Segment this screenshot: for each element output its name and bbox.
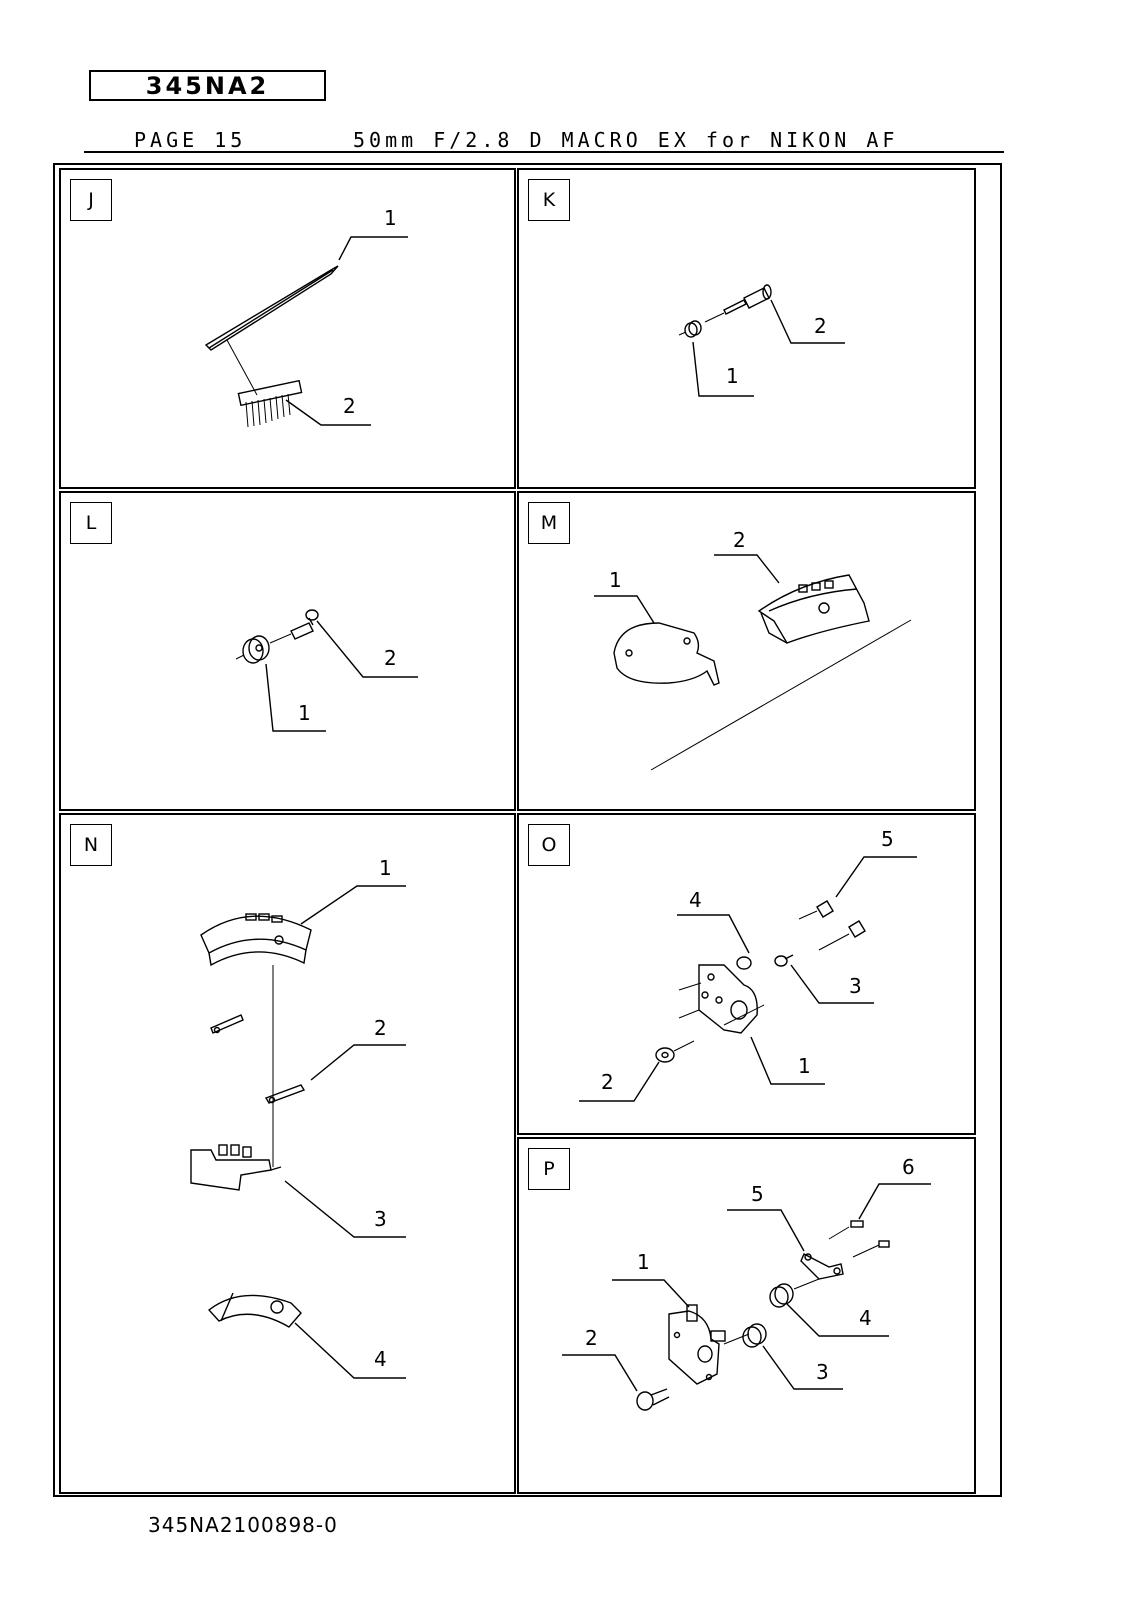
ring-part-1 <box>200 915 312 954</box>
panel-o-drawing: 4 5 3 1 2 <box>579 827 917 1102</box>
panel-k: K 1 2 <box>517 168 976 489</box>
callout-1: 1 <box>726 364 739 388</box>
screw-part-b <box>878 1240 890 1248</box>
callout-5: 5 <box>881 827 894 851</box>
callout-3: 3 <box>374 1207 387 1231</box>
gear-part-4 <box>774 1283 794 1305</box>
pin-part-a <box>210 1014 244 1034</box>
plate-part <box>613 622 720 686</box>
shaft-part <box>290 622 314 640</box>
lever-part <box>800 1253 844 1280</box>
panel-j: J 1 2 <box>59 168 516 489</box>
screw-part-a <box>850 1220 864 1228</box>
callout-2: 2 <box>384 646 397 670</box>
page-label: PAGE 15 <box>134 128 247 152</box>
callout-6: 6 <box>902 1155 915 1179</box>
callout-1: 1 <box>384 206 397 230</box>
callout-4: 4 <box>859 1306 872 1330</box>
panel-o: O <box>517 813 976 1135</box>
model-code: 345NA2 <box>145 71 270 100</box>
callout-1: 1 <box>379 856 392 880</box>
callout-1: 1 <box>798 1054 811 1078</box>
spacer-part <box>774 955 788 967</box>
panel-n-tag: N <box>70 824 112 866</box>
callout-1: 1 <box>637 1250 650 1274</box>
post-part-a <box>816 900 834 918</box>
callout-2: 2 <box>733 528 746 552</box>
panel-p: P <box>517 1137 976 1494</box>
model-code-box: 345NA2 <box>89 70 326 101</box>
panel-n-drawing: 1 2 3 4 <box>190 856 406 1379</box>
shaft-part <box>723 299 747 315</box>
pin-part-b <box>264 1084 306 1104</box>
panel-n: N <box>59 813 516 1494</box>
panel-m-tag: M <box>528 502 570 544</box>
panel-m: M 1 2 <box>517 491 976 811</box>
lens-title: 50mm F/2.8 D MACRO EX for NIKON AF <box>353 128 899 152</box>
panel-k-drawing: 1 2 <box>678 284 845 397</box>
callout-2: 2 <box>601 1070 614 1094</box>
panel-p-drawing: 1 2 5 6 4 3 <box>562 1155 931 1411</box>
callout-2: 2 <box>814 314 827 338</box>
panel-j-tag: J <box>70 179 112 221</box>
callout-1: 1 <box>609 568 622 592</box>
diagram-frame: J 1 2 <box>53 163 1002 1497</box>
callout-4: 4 <box>374 1347 387 1371</box>
blade-part <box>204 265 339 351</box>
callout-5: 5 <box>751 1182 764 1206</box>
panel-j-drawing: 1 2 <box>204 206 408 428</box>
callout-2: 2 <box>585 1326 598 1350</box>
callout-1: 1 <box>298 701 311 725</box>
bracket-plate-part <box>698 964 758 1034</box>
callout-3: 3 <box>849 974 862 998</box>
panel-o-tag: O <box>528 824 570 866</box>
header-rule <box>84 151 1004 153</box>
footer-code: 345NA2100898-0 <box>148 1513 338 1537</box>
panel-l-drawing: 1 2 <box>235 609 418 732</box>
washer-part <box>655 1047 675 1063</box>
panel-k-tag: K <box>528 179 570 221</box>
callout-2: 2 <box>343 394 356 418</box>
callout-3: 3 <box>816 1360 829 1384</box>
panel-l: L 1 2 <box>59 491 516 811</box>
panel-m-drawing: 1 2 <box>594 528 912 771</box>
callout-2: 2 <box>374 1016 387 1040</box>
brush-part <box>237 379 303 407</box>
callout-4: 4 <box>689 888 702 912</box>
post-part-b <box>848 920 866 938</box>
knob-part <box>636 1391 654 1411</box>
panel-p-tag: P <box>528 1148 570 1190</box>
segment-part-4 <box>207 1294 302 1328</box>
base-plate-part <box>668 1310 720 1385</box>
panel-l-tag: L <box>70 502 112 544</box>
rack-plate-part <box>190 1149 272 1191</box>
ring-segment-part <box>757 574 870 644</box>
nut-part <box>736 956 752 970</box>
